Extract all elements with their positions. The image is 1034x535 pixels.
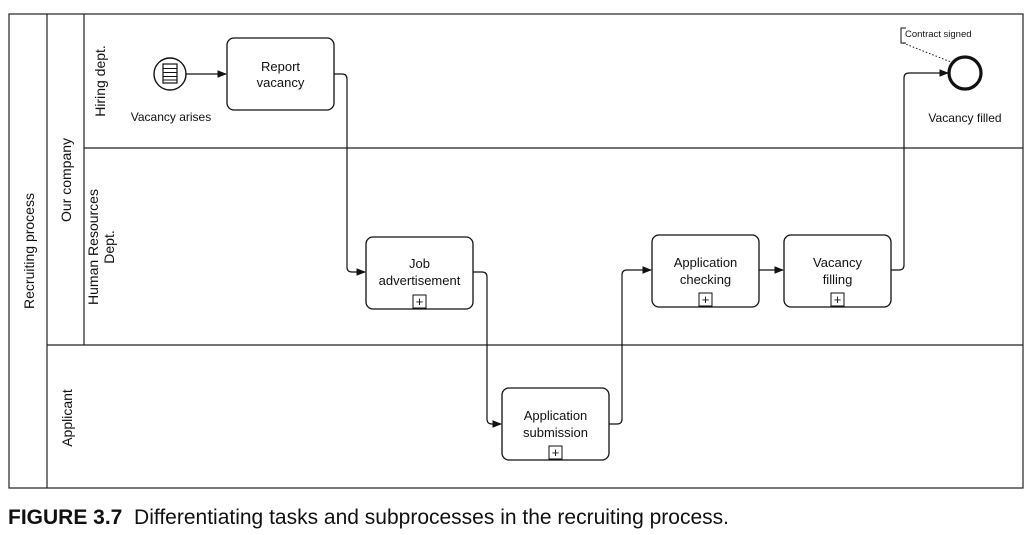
lane-title-hr-line2: Dept. [101,230,117,263]
figure-caption-text: Differentiating tasks and subprocesses i… [134,506,729,529]
task-label-line1: Application [674,255,738,270]
subprocess-marker [548,445,563,460]
end-event-label: Vacancy filled [928,111,1001,125]
task-label-line1: Vacancy [813,255,862,270]
flow-advertisement-to-submission [473,271,502,428]
flow-report-to-advertisement [334,73,366,276]
task-label-line1: Job [409,256,430,271]
lane-title-company: Our company [58,138,74,222]
task-label-line1: Report [261,59,300,74]
task-label-line2: submission [523,425,588,440]
subprocess-marker [412,294,427,309]
figure-number: FIGURE 3.7 [8,506,123,529]
bpmn-diagram: Recruiting process Our company Hiring de… [8,13,1024,489]
pool-border [8,13,1024,489]
lane-title-applicant: Applicant [59,389,75,447]
task-label-line2: filling [823,272,853,287]
task-label-line1: Application [524,408,588,423]
flow-submission-to-checking [609,266,652,425]
subprocess-application-checking: Application checking + [651,234,760,308]
sequence-flows [186,69,949,428]
start-event [153,57,187,91]
subprocess-application-submission: Application submission + [501,387,610,461]
annotation-association [902,42,952,63]
task-report-vacancy: Report vacancy [226,37,335,111]
task-label-line2: advertisement [379,273,461,288]
document-icon [162,63,178,84]
subprocess-marker [698,292,713,307]
lane-title-hr-line1: Human Resources [85,189,101,305]
annotation-text: Contract signed [905,29,972,40]
subprocess-marker-glyph: + [834,292,842,307]
subprocess-job-advertisement: Job advertisement + [365,236,474,310]
figure-caption: FIGURE 3.7 Differentiating tasks and sub… [8,506,729,530]
subprocess-vacancy-filling: Vacancy filling + [783,234,892,308]
subprocess-marker-glyph: + [702,292,710,307]
subprocess-marker-glyph: + [416,294,424,309]
subprocess-marker-glyph: + [552,445,560,460]
pool-title: Recruiting process [21,193,37,309]
flow-filling-to-end [891,69,949,271]
lane-title-hiring: Hiring dept. [92,45,108,117]
task-label-line2: checking [680,272,731,287]
task-label-line2: vacancy [257,75,305,90]
end-event [947,55,983,91]
pool [8,13,1024,489]
subprocess-marker [830,292,845,307]
start-event-label: Vacancy arises [131,110,211,124]
